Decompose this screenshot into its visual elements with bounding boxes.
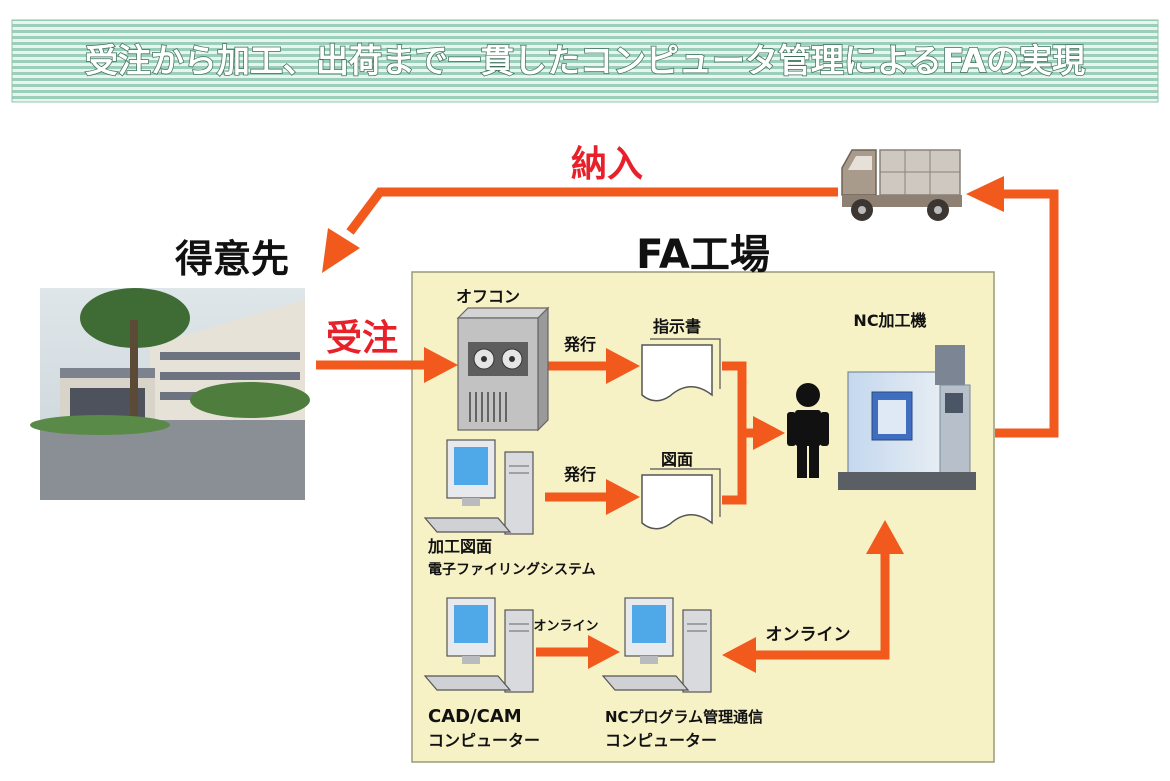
arrow-heads (322, 176, 1004, 673)
office-computer-icon (456, 306, 550, 432)
page-title: 受注から加工、出荷まで一貫したコンピュータ管理によるFAの実現 (85, 41, 1085, 80)
delivery-arrow-head (322, 228, 360, 273)
order-label: 受注 (326, 318, 398, 359)
machine-to-truck-line (995, 189, 1059, 438)
issue-arrow-2-head (606, 479, 640, 515)
drawing-to-worker-line (722, 433, 747, 505)
issue-label-2: 発行 (563, 465, 596, 484)
customer-label: 得意先 (175, 237, 289, 281)
nc-comm-to-machine-line (755, 535, 890, 660)
instruction-to-worker-line (722, 361, 760, 438)
drawing-label: 図面 (661, 450, 693, 469)
header-banner: 受注から加工、出荷まで一貫したコンピュータ管理によるFAの実現 (11, 19, 1159, 103)
worker-arrow-head (753, 416, 785, 450)
issue-arrow-1-head (606, 348, 640, 384)
filing-label-line2: 電子ファイリングシステム (428, 561, 596, 578)
cadcam-computer-icon (423, 597, 534, 693)
delivery-arrow-line (346, 187, 838, 235)
instruction-sheet-document-icon (641, 338, 721, 402)
building-photo (30, 288, 310, 500)
nc-comm-label-line2: コンピューター (605, 731, 717, 750)
online-large-label: オンライン (766, 625, 851, 645)
filing-label-line1: 加工図面 (427, 537, 492, 556)
cadcam-label-line1: CAD/CAM (428, 706, 522, 727)
worker-icon (787, 383, 829, 478)
nc-comm-computer-icon (601, 597, 712, 693)
order-arrow-head (424, 347, 458, 383)
drawing-document-icon (641, 468, 721, 530)
delivery-label: 納入 (571, 144, 643, 185)
office-computer-label: オフコン (456, 287, 520, 306)
arrows (316, 187, 1059, 660)
factory-label: FA工場 (636, 232, 770, 278)
issue-label-1: 発行 (563, 335, 596, 354)
filing-system-computer-icon (423, 439, 534, 535)
truck-icon (841, 149, 962, 221)
nc-comm-arrow-head (722, 637, 756, 673)
machine-arrow-head (866, 520, 904, 554)
instruction-sheet-label: 指示書 (653, 317, 701, 336)
truck-arrow-head (966, 176, 1004, 212)
nc-comm-label-line1: NCプログラム管理通信 (605, 708, 763, 726)
nc-machine-icon (838, 345, 976, 490)
cadcam-arrow-head (588, 635, 620, 669)
online-small-label: オンライン (533, 619, 598, 634)
nc-machine-label: NC加工機 (853, 311, 926, 330)
cadcam-label-line2: コンピューター (428, 731, 540, 750)
